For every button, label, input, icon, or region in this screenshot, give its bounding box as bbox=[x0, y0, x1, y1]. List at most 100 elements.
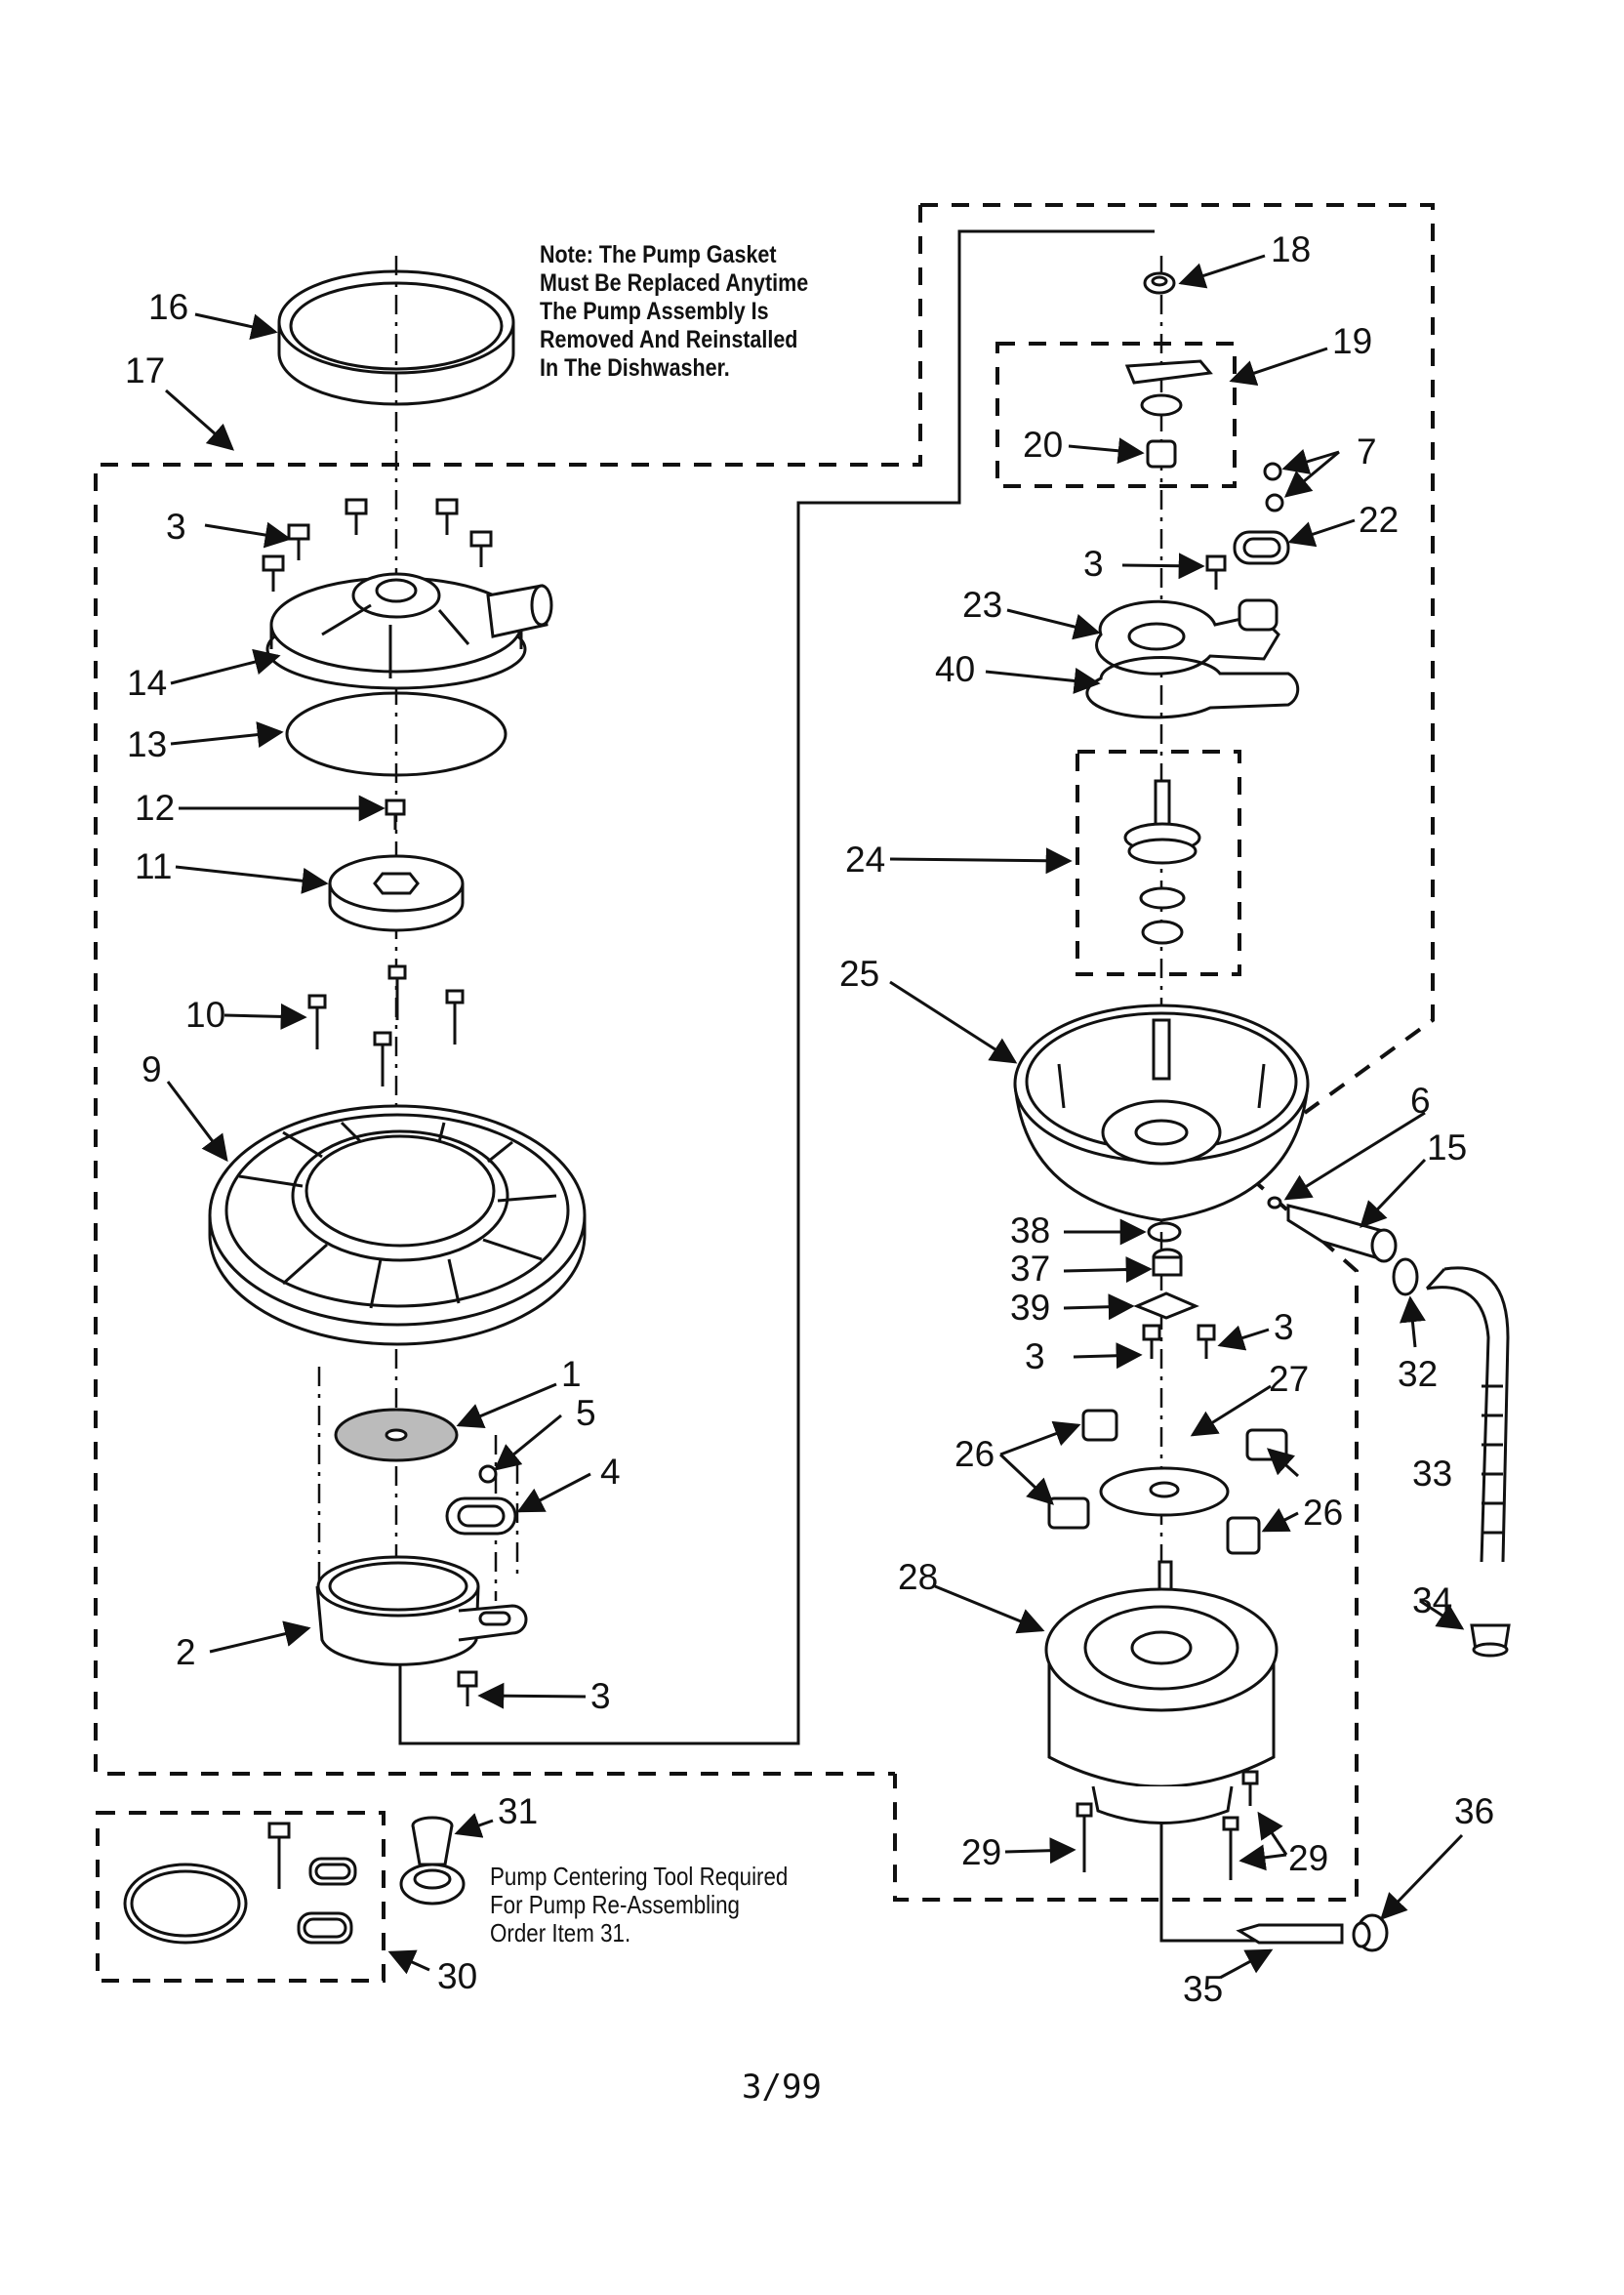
callout-25: 25 bbox=[839, 954, 879, 994]
callout-14: 14 bbox=[127, 663, 167, 703]
part-12-screw bbox=[385, 799, 406, 830]
callout-31: 31 bbox=[498, 1791, 538, 1831]
part-20-bearing bbox=[1146, 439, 1177, 469]
connector-lines bbox=[398, 229, 1261, 1943]
part-28-motor bbox=[1044, 1560, 1279, 1824]
tool-note-line: For Pump Re-Assembling bbox=[490, 1890, 740, 1919]
callout-3-c: 3 bbox=[1083, 544, 1104, 584]
callout-29-a: 29 bbox=[961, 1832, 1001, 1872]
part-36-cap bbox=[1352, 1913, 1389, 1952]
part-25-tub-bottom bbox=[1013, 1004, 1310, 1222]
part-13-o-ring bbox=[285, 691, 508, 777]
part-6-washer bbox=[1267, 1196, 1282, 1209]
part-37-seal bbox=[1152, 1248, 1183, 1277]
part-27-seal-plate bbox=[1099, 1466, 1230, 1517]
outline-30 bbox=[96, 1811, 386, 1983]
part-24-shaft-assembly bbox=[1123, 779, 1201, 945]
callout-5: 5 bbox=[576, 1393, 596, 1433]
callout-36: 36 bbox=[1454, 1791, 1494, 1831]
callout-1: 1 bbox=[561, 1354, 582, 1394]
callout-13: 13 bbox=[127, 724, 167, 764]
part-5-ball bbox=[478, 1464, 498, 1484]
gasket-note-line: Note: The Pump Gasket bbox=[540, 241, 777, 268]
callout-3-e: 3 bbox=[1274, 1307, 1294, 1347]
part-38-o-ring bbox=[1147, 1221, 1182, 1243]
part-4-seal bbox=[445, 1496, 517, 1536]
callout-labels: 16 17 3 14 13 12 11 10 9 1 5 4 2 3 31 30… bbox=[125, 229, 1494, 2009]
gasket-note-line: Removed And Reinstalled bbox=[540, 326, 798, 353]
group-outlines bbox=[94, 203, 1435, 1983]
callout-27: 27 bbox=[1269, 1359, 1309, 1399]
part-3-screws-right-mid bbox=[1142, 1324, 1216, 1359]
gasket-note-line: The Pump Assembly Is bbox=[540, 298, 769, 325]
outline-24 bbox=[1076, 750, 1241, 976]
callout-19: 19 bbox=[1332, 321, 1372, 361]
callout-12: 12 bbox=[135, 788, 175, 828]
gasket-note-line: In The Dishwasher. bbox=[540, 354, 730, 382]
callout-35: 35 bbox=[1183, 1969, 1223, 2009]
part-11-impeller bbox=[328, 854, 465, 932]
part-33-drain-hose bbox=[1425, 1266, 1510, 1563]
callout-3-d: 3 bbox=[1025, 1336, 1045, 1376]
callout-33: 33 bbox=[1412, 1454, 1452, 1494]
part-29-screws bbox=[1076, 1770, 1259, 1880]
gasket-note: Note: The Pump Gasket Must Be Replaced A… bbox=[540, 241, 808, 383]
callout-3-a: 3 bbox=[166, 507, 186, 547]
part-35-sensor bbox=[1236, 1923, 1344, 1945]
part-40-gasket bbox=[1085, 656, 1300, 719]
callout-7: 7 bbox=[1357, 431, 1377, 471]
callout-39: 39 bbox=[1010, 1288, 1050, 1328]
callout-16: 16 bbox=[148, 287, 188, 327]
callout-3-b: 3 bbox=[590, 1676, 611, 1716]
part-2-pump-housing-lower bbox=[315, 1555, 528, 1666]
part-30-kit-contents bbox=[123, 1822, 357, 1945]
outline-19 bbox=[995, 342, 1237, 488]
tool-note-line: Pump Centering Tool Required bbox=[490, 1862, 789, 1891]
callout-23: 23 bbox=[962, 585, 1002, 625]
part-39-plate bbox=[1133, 1291, 1199, 1320]
part-23-cover bbox=[1095, 598, 1280, 676]
callout-24: 24 bbox=[845, 840, 885, 880]
callout-18: 18 bbox=[1271, 229, 1311, 269]
callout-10: 10 bbox=[185, 995, 225, 1035]
part-9-pump-base bbox=[208, 1104, 587, 1346]
callout-32: 32 bbox=[1398, 1354, 1438, 1394]
part-1-filter-screen bbox=[334, 1408, 459, 1462]
center-lines bbox=[317, 256, 1163, 1757]
revision-date: 3/99 bbox=[742, 2068, 822, 2107]
callout-6: 6 bbox=[1410, 1081, 1431, 1121]
callout-37: 37 bbox=[1010, 1249, 1050, 1289]
outline-17 bbox=[94, 205, 922, 1776]
part-16-pump-gasket bbox=[277, 269, 515, 406]
part-10-screws bbox=[307, 964, 465, 1086]
callout-26-b: 26 bbox=[1303, 1493, 1343, 1533]
part-3-screw-right-top bbox=[1205, 554, 1227, 590]
callout-15: 15 bbox=[1427, 1127, 1467, 1168]
part-14-pump-housing bbox=[265, 572, 553, 690]
callout-20: 20 bbox=[1023, 425, 1063, 465]
part-19-clip bbox=[1124, 359, 1213, 417]
callout-22: 22 bbox=[1359, 500, 1399, 540]
part-22-seal bbox=[1233, 530, 1290, 565]
tool-note: Pump Centering Tool Required For Pump Re… bbox=[490, 1863, 788, 1947]
callout-34: 34 bbox=[1412, 1580, 1452, 1620]
callout-40: 40 bbox=[935, 649, 975, 689]
part-3-screw-left-bottom bbox=[457, 1670, 478, 1706]
part-34-hose-end bbox=[1470, 1623, 1511, 1658]
callout-26-a: 26 bbox=[954, 1434, 995, 1474]
callout-9: 9 bbox=[142, 1049, 162, 1089]
callout-30: 30 bbox=[437, 1956, 477, 1996]
part-31-pump-centering-tool bbox=[399, 1816, 466, 1906]
callout-4: 4 bbox=[600, 1452, 621, 1492]
leader-arrows bbox=[165, 254, 1465, 1980]
part-7-balls bbox=[1263, 462, 1284, 512]
gasket-note-line: Must Be Replaced Anytime bbox=[540, 269, 809, 297]
callout-2: 2 bbox=[176, 1632, 196, 1672]
callout-11: 11 bbox=[135, 846, 172, 886]
callout-38: 38 bbox=[1010, 1210, 1050, 1250]
part-15-valve bbox=[1286, 1204, 1398, 1263]
tool-note-line: Order Item 31. bbox=[490, 1918, 631, 1947]
part-32-clamp bbox=[1392, 1257, 1419, 1296]
part-18-seal bbox=[1143, 271, 1176, 295]
